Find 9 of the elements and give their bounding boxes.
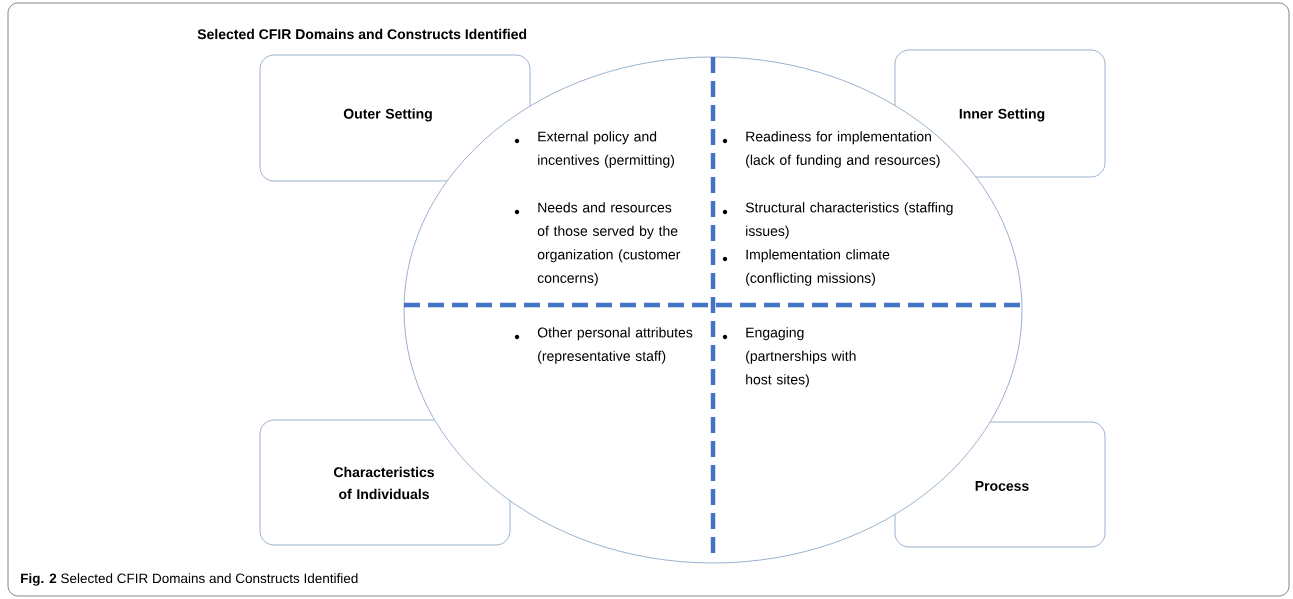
construct-text: Implementation climate (conflicting missions) [746,249,890,286]
construct-text: Other personal attributes (representative staff) [537,327,693,364]
figure-caption: Fig. 2 Selected CFIR Domains and Constructs Identified [21,573,358,586]
construct-text: External policy and incentives (permitting) [538,131,675,168]
construct-text: Engaging (partnerships with host sites) [746,327,856,388]
construct-text: Needs and resources of those served by the organization (customer concerns) [537,202,681,286]
domain-box: Outer Setting [259,54,531,182]
construct-text: Structural characteristics (staffing issues) [745,202,953,239]
diagram-title: Selected CFIR Domains and Constructs Identified [197,28,527,40]
